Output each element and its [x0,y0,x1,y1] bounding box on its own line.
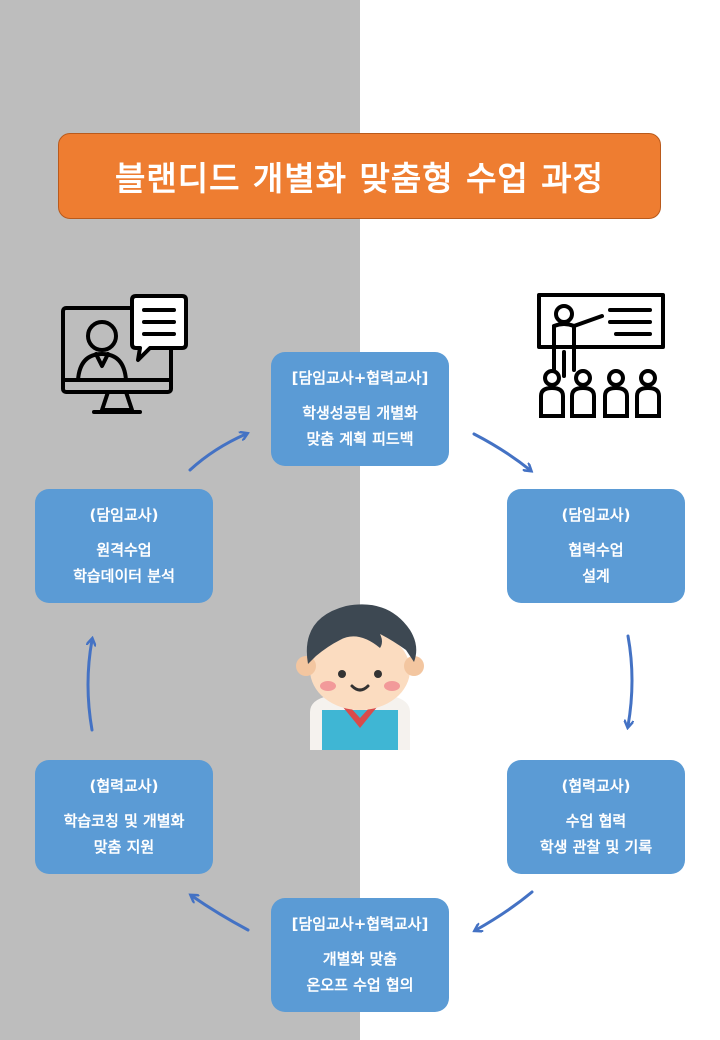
arrow-top-to-right [472,432,530,470]
step-text: 온오프 수업 협의 [306,975,414,994]
step-text: 협력수업 [568,540,624,559]
step-text: 원격수업 [96,540,152,559]
student-boy-icon [296,604,424,750]
arrow-bottom-to-left [192,896,250,932]
arrow-right-to-bottom [476,890,534,930]
arrow-right-down [628,634,632,726]
step-text: 수업 협력 [565,811,627,830]
step-role: (담임교사) [89,505,159,524]
step-text: 맞춤 계획 피드백 [306,429,414,448]
arrow-left-to-top [188,434,246,472]
step-text: 학생성공팀 개별화 [302,403,418,422]
step-role: (협력교사) [89,776,159,795]
step-text: 개별화 맞춤 [322,949,398,968]
step-text: 맞춤 지원 [93,837,155,856]
diagram-title: 블랜디드 개별화 맞춤형 수업 과정 [58,133,661,219]
arrow-left-up [88,640,92,732]
step-node-right-top: (담임교사) 협력수업 설계 [507,489,685,603]
classroom-presentation-icon [537,293,665,418]
step-node-right-bottom: (협력교사) 수업 협력 학생 관찰 및 기록 [507,760,685,874]
online-teacher-monitor-icon [61,294,188,414]
step-text: 학습코칭 및 개별화 [63,811,185,830]
step-node-left-top: (담임교사) 원격수업 학습데이터 분석 [35,489,213,603]
step-node-top: [담임교사+협력교사] 학생성공팀 개별화 맞춤 계획 피드백 [271,352,449,466]
step-role: [담임교사+협력교사] [291,368,429,387]
step-role: (협력교사) [561,776,631,795]
step-text: 학생 관찰 및 기록 [539,837,653,856]
step-text: 학습데이터 분석 [73,566,175,585]
step-text: 설계 [582,566,610,585]
step-role: [담임교사+협력교사] [291,914,429,933]
step-node-left-bottom: (협력교사) 학습코칭 및 개별화 맞춤 지원 [35,760,213,874]
step-node-bottom: [담임교사+협력교사] 개별화 맞춤 온오프 수업 협의 [271,898,449,1012]
step-role: (담임교사) [561,505,631,524]
